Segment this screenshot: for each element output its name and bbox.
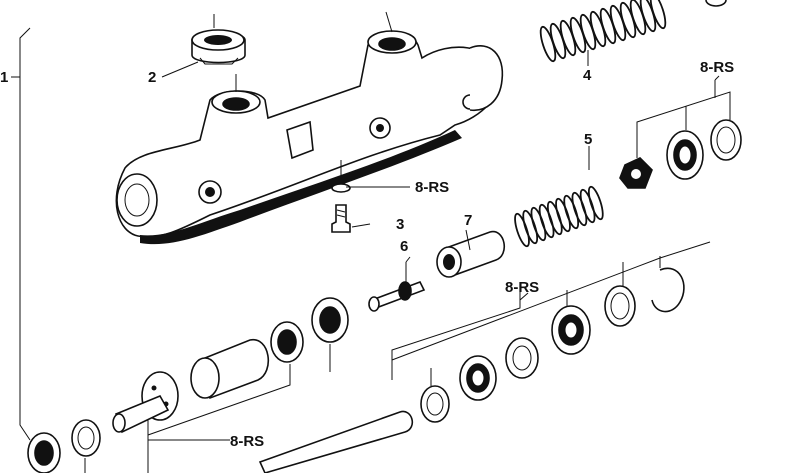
primary-piston-assembly xyxy=(27,297,414,473)
spring-coil xyxy=(579,13,597,51)
callout-8-rs-middle: 8-RS xyxy=(505,279,539,296)
assembly-bracket xyxy=(11,27,31,441)
sleeve-part-7 xyxy=(436,229,506,278)
callout-3: 3 xyxy=(396,216,404,233)
callout-labels: 1 2 3 4 5 6 7 8-RS 8-RS 8-RS 8-RS xyxy=(0,59,734,450)
spring-coil xyxy=(555,197,571,233)
master-cylinder-housing xyxy=(115,11,504,245)
spring-coil xyxy=(563,194,580,230)
spring-coil xyxy=(522,209,539,245)
spring-part-4 xyxy=(539,0,667,63)
spring-coil xyxy=(579,188,596,224)
callout-leaders xyxy=(148,50,720,441)
spring-coil xyxy=(538,203,555,239)
spring-coil xyxy=(619,1,637,39)
callout-1: 1 xyxy=(0,69,8,86)
callout-8-rs-upper: 8-RS xyxy=(415,179,449,196)
callout-7: 7 xyxy=(464,212,472,229)
spring-coil xyxy=(599,7,617,45)
spring-coil xyxy=(549,22,567,60)
callout-2: 2 xyxy=(148,69,156,86)
spring-coil xyxy=(587,185,604,221)
seal-kit-lower-middle xyxy=(391,241,711,423)
stop-pin-part-6 xyxy=(368,262,426,312)
callout-8-rs-right: 8-RS xyxy=(700,59,734,76)
seal-kit-upper-right xyxy=(619,0,742,189)
spring-coil xyxy=(514,212,530,248)
spring-coil xyxy=(629,0,647,36)
bleeder-screw-part-3 xyxy=(331,160,351,233)
callout-8-rs-bottom: 8-RS xyxy=(230,433,264,450)
spring-coil xyxy=(530,206,547,242)
spring-coil xyxy=(649,0,667,30)
spring-part-5 xyxy=(514,185,604,248)
spring-coil xyxy=(559,19,577,57)
callout-4: 4 xyxy=(583,67,592,84)
reservoir-grommet-part-2 xyxy=(191,14,246,65)
spring-coil xyxy=(569,16,587,54)
spring-coil xyxy=(546,200,563,236)
spring-coil xyxy=(609,4,627,42)
spring-coil xyxy=(571,191,588,227)
spring-coil xyxy=(589,10,607,48)
spring-coil xyxy=(539,25,557,63)
callout-5: 5 xyxy=(584,131,592,148)
callout-6: 6 xyxy=(400,238,408,255)
